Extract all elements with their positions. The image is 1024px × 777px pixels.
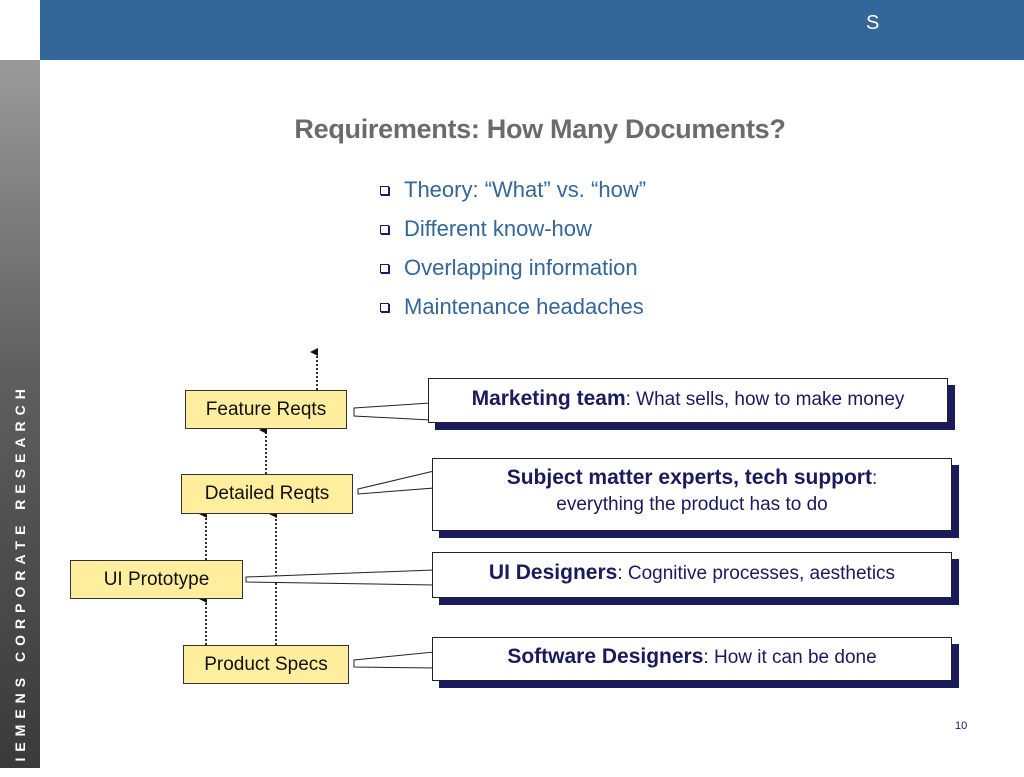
pointer-sme [357,470,435,495]
bullet-text: Different know-how [404,216,592,241]
callout-bold: Marketing team [471,387,626,410]
bullet-item: Different know-how [378,214,646,253]
pointer-software [353,651,435,669]
slide-title: Requirements: How Many Documents? [294,114,786,144]
doc-label: Product Specs [204,653,328,675]
bullet-item: Theory: “What” vs. “how” [378,175,646,214]
callout-desc: : How it can be done [703,647,877,668]
callout-software-designers: Software Designers: How it can be done [432,637,952,681]
doc-feature-reqts: Feature Reqts [185,390,347,429]
doc-label: UI Prototype [103,568,210,590]
callout-bold: Software Designers [507,645,704,668]
page-number: 10 [955,720,968,732]
bullet-item: Overlapping information [378,253,646,292]
square-bullet-icon [380,303,389,312]
doc-product-specs: Product Specs [183,645,349,684]
header-bar: S [40,0,1024,60]
callout-marketing: Marketing team: What sells, how to make … [428,378,948,423]
doc-label: Feature Reqts [205,398,327,420]
callout-bold: Subject matter experts, tech support [506,466,872,489]
bullet-list: Theory: “What” vs. “how” Different know-… [378,175,646,331]
callout-desc: : What sells, how to make money [625,389,905,410]
doc-detailed-reqts: Detailed Reqts [181,474,353,514]
square-bullet-icon [380,186,389,195]
square-bullet-icon [380,264,389,273]
bullet-text: Theory: “What” vs. “how” [404,177,647,202]
callout-desc: : Cognitive processes, aesthetics [617,563,896,584]
callout-bold: UI Designers [488,561,618,584]
callout-ui-designers: UI Designers: Cognitive processes, aesth… [432,552,952,598]
doc-label: Detailed Reqts [204,483,330,504]
pointer-marketing [353,402,431,421]
bullet-text: Maintenance headaches [404,294,644,319]
bullet-text: Overlapping information [404,255,638,280]
square-bullet-icon [380,225,389,234]
callout-desc: : [871,468,878,489]
bullet-item: Maintenance headaches [378,292,646,331]
callout-sme: Subject matter experts, tech support: ev… [432,458,952,531]
callout-desc-line2: everything the product has to do [556,494,828,515]
header-letter: S [866,12,880,34]
sidebar-band: SIEMENS CORPORATE RESEARCH [0,60,40,777]
pointer-ui [245,569,435,586]
doc-ui-prototype: UI Prototype [70,560,243,599]
